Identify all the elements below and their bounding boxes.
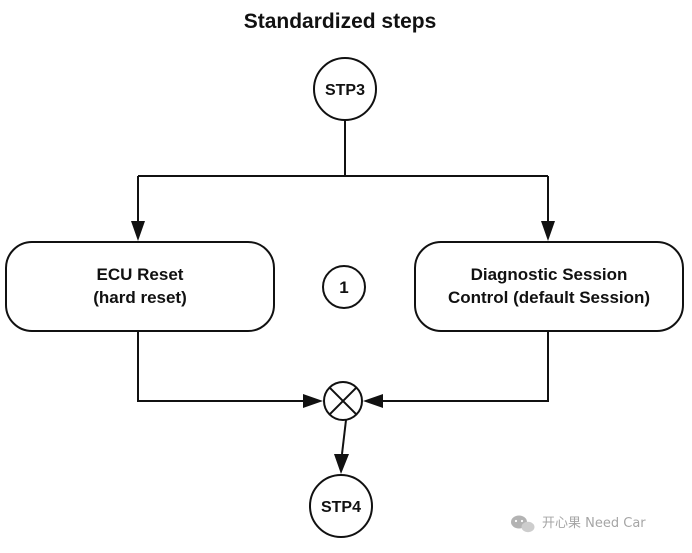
- exclusive-or-join-icon: [323, 381, 363, 421]
- node-stp4-label: STP4: [321, 499, 361, 516]
- node-stp4: STP4: [309, 474, 373, 538]
- arrowheads: [131, 221, 555, 474]
- box-diagnostic-session-shape: [414, 241, 684, 332]
- arrowhead-join-right: [363, 394, 383, 408]
- step-marker-label: 1: [339, 278, 348, 297]
- box-ecu-reset-shape: [5, 241, 275, 332]
- box-diagnostic-session-line1: Diagnostic Session: [471, 265, 628, 284]
- box-ecu-reset-line2: (hard reset): [93, 288, 187, 307]
- connector-left-to-join: [137, 332, 306, 402]
- join-cross: [328, 386, 358, 416]
- step-marker-circle: [322, 265, 366, 309]
- diagram-title: Standardized steps: [244, 10, 437, 33]
- node-stp3: STP3: [313, 57, 377, 121]
- connector-lines: [137, 120, 549, 455]
- arrowhead-left-box: [131, 221, 145, 241]
- watermark: 开心果 Need Car: [511, 515, 646, 533]
- wechat-icon: [511, 515, 535, 533]
- watermark-text: 开心果 Need Car: [542, 516, 646, 531]
- node-stp3-circle: [313, 57, 377, 121]
- node-stp3-label: STP3: [325, 82, 365, 99]
- box-diagnostic-session: Diagnostic Session Control (default Sess…: [414, 241, 684, 332]
- box-ecu-reset: ECU Reset (hard reset): [5, 241, 275, 332]
- box-diagnostic-session-line2: Control (default Session): [448, 288, 650, 307]
- node-stp4-circle: [309, 474, 373, 538]
- arrowhead-right-box: [541, 221, 555, 241]
- connector-join-to-stp4: [341, 419, 347, 455]
- connector-right-to-join: [380, 332, 549, 402]
- step-marker: 1: [322, 265, 366, 309]
- arrowhead-stp4: [334, 454, 349, 474]
- arrowhead-join-left: [303, 394, 323, 408]
- box-ecu-reset-line1: ECU Reset: [97, 265, 184, 284]
